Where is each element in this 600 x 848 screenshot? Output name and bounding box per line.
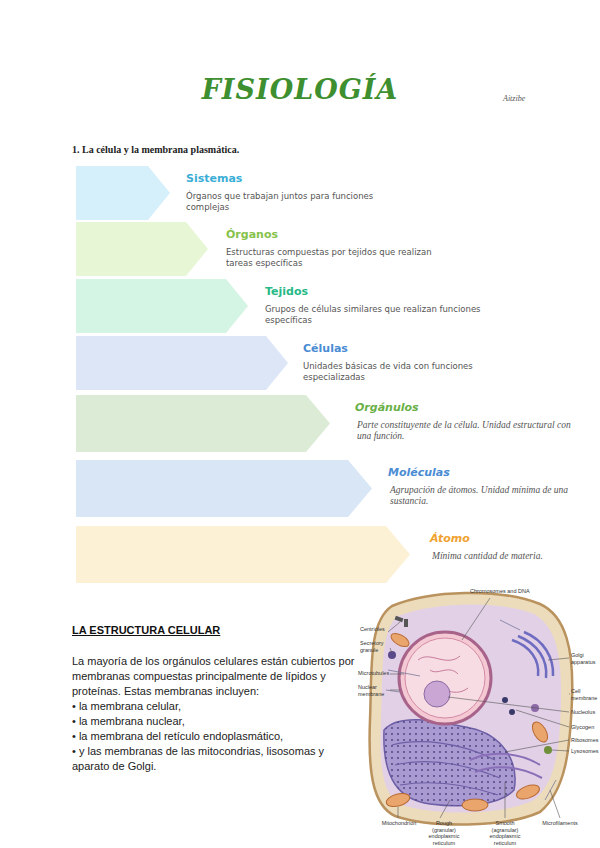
- part-label: Centrioles: [360, 626, 390, 633]
- band-heading: Átomo: [430, 532, 592, 546]
- level-band: CélulasUnidades básicas de vida con func…: [76, 336, 596, 390]
- bullet-item: • la membrana celular,: [72, 699, 364, 714]
- part-label: Ribosomes: [571, 737, 598, 744]
- band-description: Grupos de células similares que realizan…: [265, 304, 490, 326]
- nucleoplasm: [405, 638, 485, 718]
- part-label: Nucleolus: [571, 709, 598, 716]
- author-name: Aitzibe: [503, 94, 573, 103]
- ribosome-dots: [384, 720, 515, 806]
- level-band: TejidosGrupos de células similares que r…: [76, 279, 596, 333]
- cell-membrane-shape: [370, 593, 573, 825]
- part-label: Glycogen: [571, 724, 598, 731]
- part-label: Nuclear membrane: [358, 684, 388, 697]
- band-arrow: [76, 526, 412, 583]
- band-shape: [76, 166, 170, 220]
- part-label: Microfilaments: [538, 820, 582, 827]
- band-heading: Órganos: [226, 228, 451, 242]
- band-description: Parte constituyente de la célula. Unidad…: [355, 420, 580, 442]
- band-arrow: [76, 395, 332, 452]
- band-description: Unidades básicas de vida con funciones e…: [303, 361, 528, 383]
- band-heading: Sistemas: [186, 172, 411, 186]
- cytoplasm: [380, 604, 561, 812]
- level-band: ÓrganosEstructuras compuestas por tejido…: [76, 222, 596, 276]
- band-heading: Orgánulos: [355, 401, 580, 415]
- microtubules: [386, 620, 556, 800]
- part-label: Lysosomes: [571, 748, 598, 755]
- part-label: Chromosomes and DNA: [470, 588, 540, 595]
- part-label: Cell membrane: [571, 688, 598, 701]
- part-label: Smooth (agranular) endoplasmic reticulum: [482, 820, 528, 846]
- smooth-er: [470, 754, 542, 778]
- band-arrow: [76, 222, 210, 276]
- part-label: Golgi apparatus: [571, 652, 598, 665]
- level-band: ÁtomoMínima cantidad de materia.: [76, 526, 596, 583]
- part-label: Secretory granule: [360, 640, 390, 653]
- section-heading: LA ESTRUCTURA CELULAR: [72, 624, 332, 636]
- nucleolus: [424, 681, 450, 707]
- band-arrow: [76, 166, 172, 220]
- level-band: MoléculasAgrupación de átomos. Unidad mí…: [76, 460, 596, 517]
- band-arrow: [76, 460, 374, 517]
- band-heading: Células: [303, 342, 528, 356]
- level-band: SistemasÓrganos que trabajan juntos para…: [76, 166, 596, 220]
- band-description: Mínima cantidad de materia.: [430, 551, 592, 562]
- band-shape: [76, 222, 208, 276]
- part-label: Rough (granular) endoplasmic reticulum: [424, 820, 464, 846]
- leader-lines: [388, 598, 570, 818]
- level-band: OrgánulosParte constituyente de la célul…: [76, 395, 596, 452]
- part-label: Microtubules: [358, 670, 390, 677]
- band-shape: [76, 395, 330, 452]
- bullet-item: • y las membranas de las mitocondrias, l…: [72, 744, 352, 774]
- vesicles: [388, 616, 552, 754]
- band-heading: Moléculas: [388, 466, 592, 480]
- section-heading: 1. La célula y la membrana plasmática.: [72, 144, 372, 155]
- band-heading: Tejidos: [265, 285, 490, 299]
- band-shape: [76, 460, 372, 517]
- band-arrow: [76, 279, 250, 333]
- mitochondria: [385, 631, 551, 811]
- band-shape: [76, 336, 288, 390]
- band-shape: [76, 526, 410, 583]
- band-arrow: [76, 336, 290, 390]
- bullet-item: • la membrana del retículo endoplasmátic…: [72, 729, 364, 744]
- bullet-item: • la membrana nuclear,: [72, 714, 364, 729]
- band-description: Órganos que trabajan juntos para funcion…: [186, 191, 411, 213]
- part-label: Mitochondrion: [376, 820, 422, 827]
- rough-er: [384, 720, 515, 806]
- nucleus: [399, 632, 491, 724]
- body-text: La mayoría de los orgánulos celulares es…: [72, 654, 364, 699]
- band-shape: [76, 279, 248, 333]
- golgi: [512, 632, 553, 678]
- band-description: Estructuras compuestas por tejidos que r…: [226, 247, 451, 269]
- band-description: Agrupación de átomos. Unidad mínima de u…: [388, 485, 592, 507]
